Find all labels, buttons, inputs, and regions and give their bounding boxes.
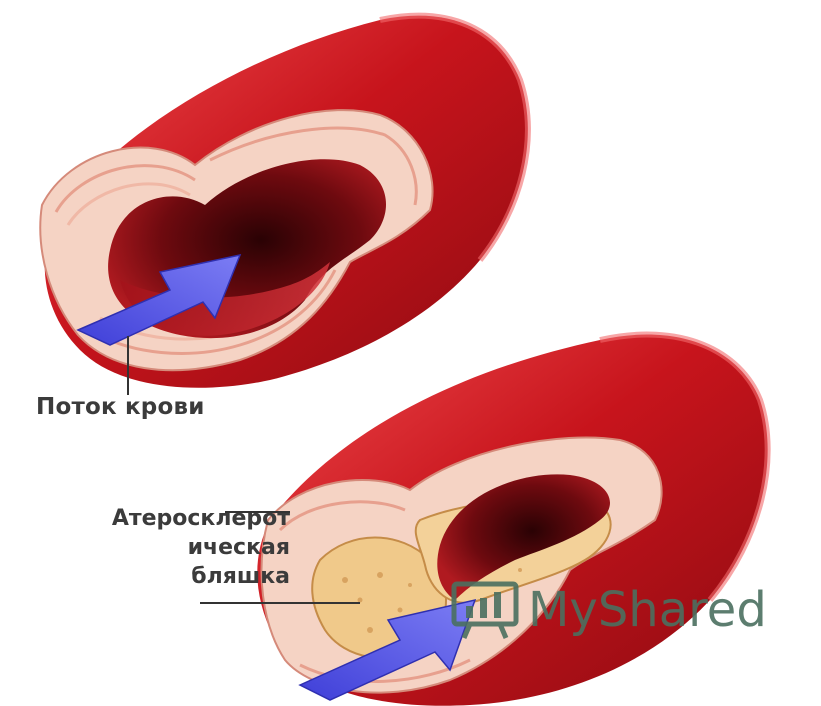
plaque-label-line-2: ическая — [14, 533, 290, 562]
watermark: MyShared — [450, 580, 767, 640]
watermark-text: MyShared — [528, 582, 767, 638]
plaque-label-line-3: бляшка — [14, 562, 290, 591]
chart-screen-icon — [450, 580, 520, 640]
blood-flow-label: Поток крови — [36, 394, 205, 420]
plaque-label-line-1: Атеросклерот — [14, 504, 290, 533]
plaque-artery — [257, 335, 767, 706]
plaque-label: Атеросклерот ическая бляшка — [14, 504, 290, 591]
